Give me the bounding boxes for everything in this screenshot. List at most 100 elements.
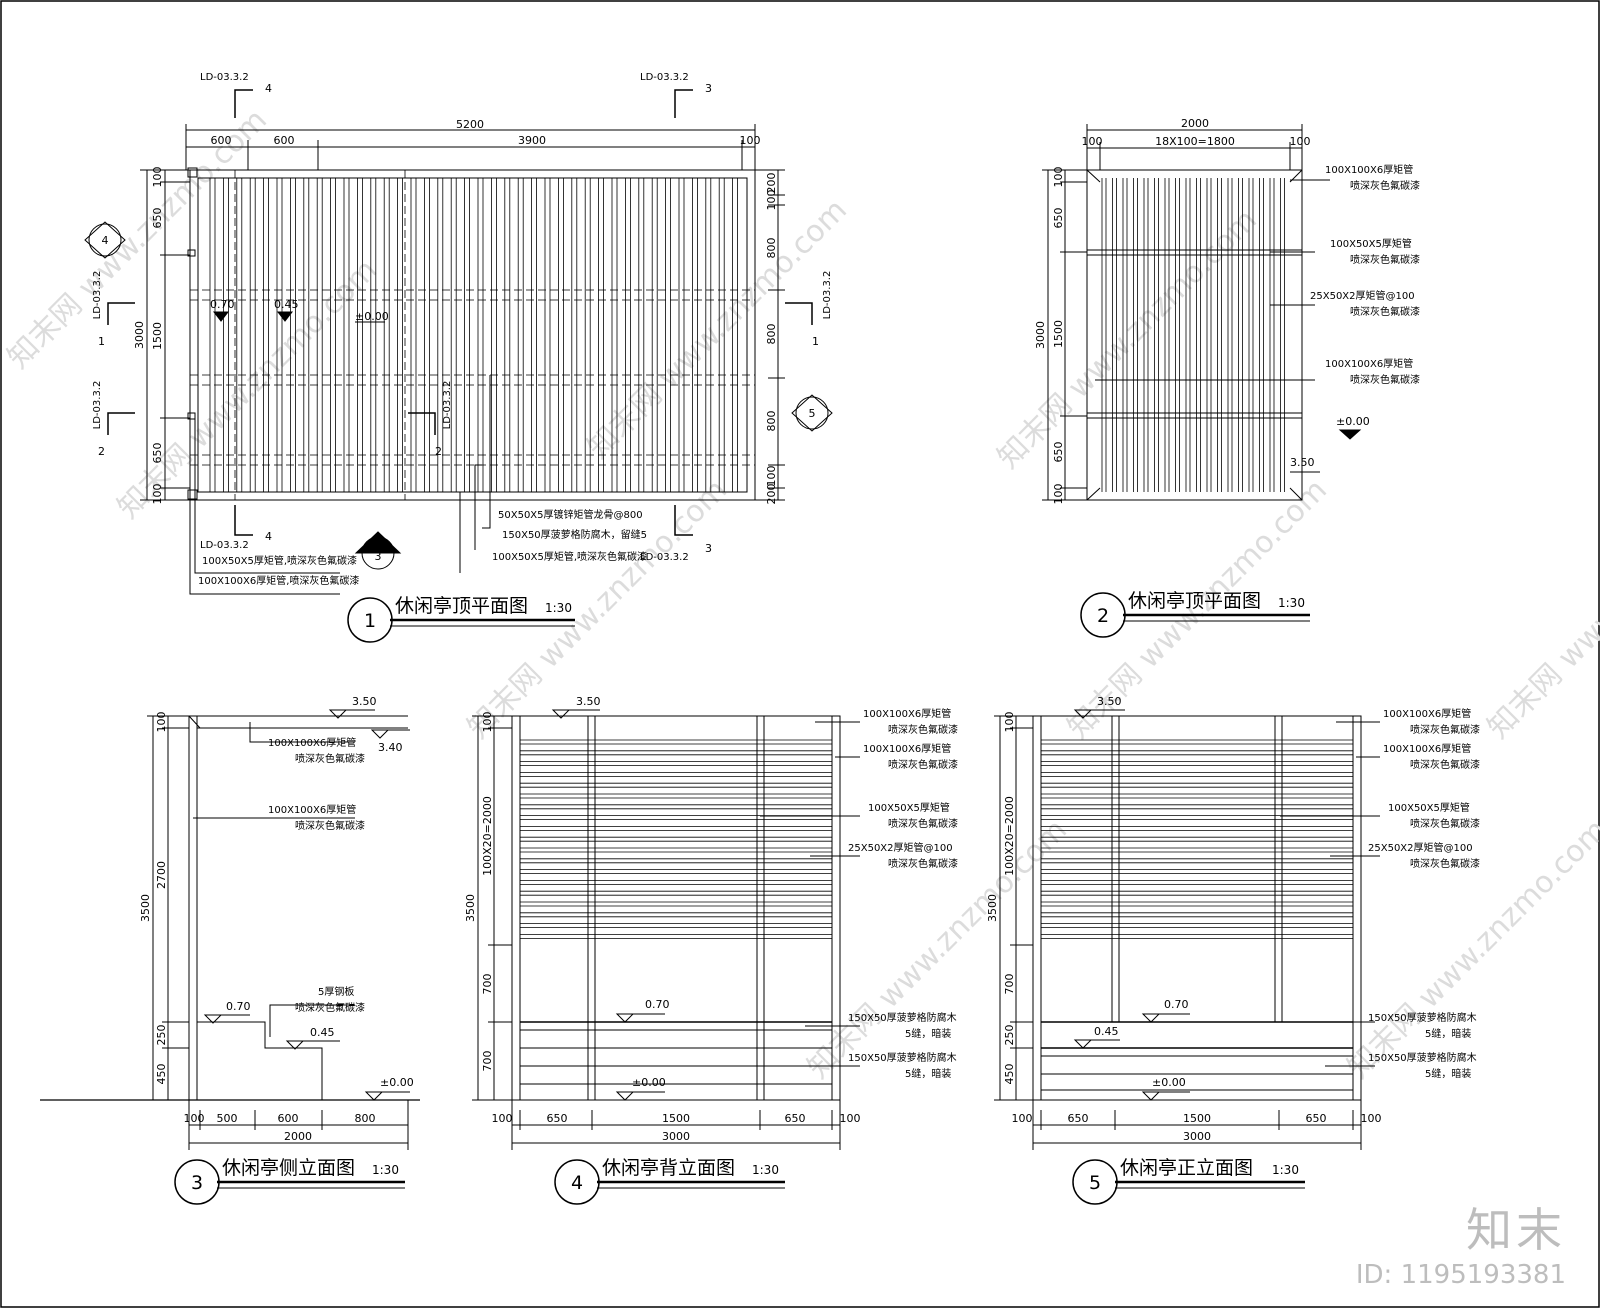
section-ref: LD-03.3.2 [640, 552, 689, 563]
corner-post [187, 489, 198, 500]
material-note: 喷深灰色氟碳漆 [1350, 179, 1420, 192]
material-note: 100X100X6厚矩管 [1383, 707, 1471, 720]
dim: 100X20=2000 [481, 796, 494, 876]
drawing-3-labels: 3.50 3.40 0.70 0.45 ±0.00 3500 100 2700 … [139, 695, 414, 1194]
material-note: 25X50X2厚矩管@100 [1368, 841, 1473, 854]
dim: 3900 [518, 134, 546, 147]
dim-overall: 3000 [133, 321, 146, 349]
dim: 700 [1003, 974, 1016, 995]
section-ref: LD-03.3.2 [200, 540, 249, 551]
dim: 100 [1052, 167, 1065, 188]
drawing-title: 休闲亭顶平面图 [395, 595, 528, 617]
level-label: 3.50 [352, 695, 377, 708]
level-label: 3.40 [378, 741, 403, 754]
dim-overall: 2000 [284, 1130, 312, 1143]
material-note: 150X50厚菠萝格防腐木 [1368, 1051, 1477, 1064]
level-label: 0.70 [645, 998, 670, 1011]
dim: 700 [481, 1051, 494, 1072]
roof-inner-frame [197, 177, 748, 493]
dim: 100 [184, 1112, 205, 1125]
dim: 1500 [1052, 320, 1065, 348]
material-note: 100X100X6厚矩管 [863, 707, 951, 720]
material-note: 喷深灰色氟碳漆 [888, 857, 958, 870]
drawing-scale: 1:30 [372, 1163, 399, 1177]
level-label: ±0.00 [1152, 1076, 1186, 1089]
roof-outline [189, 169, 756, 501]
dim: 100 [481, 712, 494, 733]
drawing-scale: 1:30 [752, 1163, 779, 1177]
dim: 1500 [662, 1112, 690, 1125]
dim: 100 [1082, 135, 1103, 148]
section-ref: LD-03.3.2 [822, 271, 833, 320]
drawing-scale: 1:30 [545, 601, 572, 615]
brand-logo: 知末 [1466, 1203, 1566, 1257]
section-mark: 4 [265, 530, 272, 543]
dim: 250 [1003, 1025, 1016, 1046]
material-note: 100X100X6厚矩管 [863, 742, 951, 755]
material-note: 100X50X5厚矩管 [1388, 801, 1470, 814]
material-note: 5缝，暗装 [905, 1027, 951, 1040]
section-ref: LD-03.3.2 [200, 72, 249, 83]
dim: 450 [1003, 1064, 1016, 1085]
dim: 600 [274, 134, 295, 147]
brand-id: ID: 1195193381 [1355, 1260, 1566, 1290]
section-mark: 3 [705, 542, 712, 555]
material-note: 100X100X6厚矩管 [1325, 357, 1413, 370]
material-note: 25X50X2厚矩管@100 [848, 841, 953, 854]
dim: 650 [1052, 208, 1065, 229]
level-label: 0.70 [226, 1000, 251, 1013]
level-label: ±0.00 [355, 310, 389, 323]
section-ref: LD-03.3.2 [442, 381, 453, 430]
dim: 100 [1290, 135, 1311, 148]
material-note: 100X50X5厚矩管,喷深灰色氟碳漆 [492, 550, 647, 563]
dim: 2700 [155, 861, 168, 889]
level-label: 3.50 [1097, 695, 1122, 708]
dim: 100 [765, 466, 778, 487]
dim: 100 [1012, 1112, 1033, 1125]
material-note: 5缝，暗装 [1425, 1067, 1471, 1080]
material-note: 100X100X6厚矩管 [1325, 163, 1413, 176]
dim: 200 [765, 484, 778, 505]
level-label: 0.70 [210, 298, 235, 311]
material-note: 100X100X6厚矩管 [268, 736, 356, 749]
level-label: 0.45 [310, 1026, 335, 1039]
dim: 450 [155, 1064, 168, 1085]
drawing-title: 休闲亭顶平面图 [1128, 590, 1261, 612]
material-note: 喷深灰色氟碳漆 [1410, 723, 1480, 736]
elevation-mark: 5 [809, 407, 816, 420]
dim: 100 [492, 1112, 513, 1125]
dim: 1500 [1183, 1112, 1211, 1125]
drawing-1-labels: 5200 600 600 3900 100 3000 100 650 1500 … [92, 72, 833, 632]
level-label: ±0.00 [1336, 415, 1370, 428]
dim: 800 [765, 238, 778, 259]
dim: 200 [765, 173, 778, 194]
dim: 1500 [151, 322, 164, 350]
dim: 650 [1306, 1112, 1327, 1125]
dim: 100 [1003, 712, 1016, 733]
material-note: 5缝，暗装 [1425, 1027, 1471, 1040]
material-note: 喷深灰色氟碳漆 [1410, 817, 1480, 830]
dim: 650 [1068, 1112, 1089, 1125]
material-note: 100X100X6厚矩管 [1383, 742, 1471, 755]
section-mark: 3 [705, 82, 712, 95]
drawing-number: 1 [364, 610, 376, 632]
section-mark: 1 [98, 335, 105, 348]
corner-post [187, 167, 198, 178]
dim: 100 [840, 1112, 861, 1125]
drawing-5-labels: 3.50 0.70 0.45 ±0.00 3500 100 100X20=200… [986, 695, 1480, 1194]
section-ref: LD-03.3.2 [640, 72, 689, 83]
material-note: 100X50X5厚矩管,喷深灰色氟碳漆 [202, 554, 357, 567]
material-note: 100X50X5厚矩管 [868, 801, 950, 814]
material-note: 喷深灰色氟碳漆 [1350, 373, 1420, 386]
material-note: 5缝，暗装 [905, 1067, 951, 1080]
material-note: 100X50X5厚矩管 [1330, 237, 1412, 250]
drawing-3-side-elevation [147, 709, 410, 1205]
level-label: 3.50 [576, 695, 601, 708]
dim: 100X20=2000 [1003, 796, 1016, 876]
hidden-beams [190, 170, 755, 500]
dim: 600 [278, 1112, 299, 1125]
drawing-number: 2 [1097, 605, 1109, 627]
drawing-number: 3 [191, 1172, 203, 1194]
section-ref: LD-03.3.2 [92, 271, 103, 320]
dim: 100 [151, 167, 164, 188]
